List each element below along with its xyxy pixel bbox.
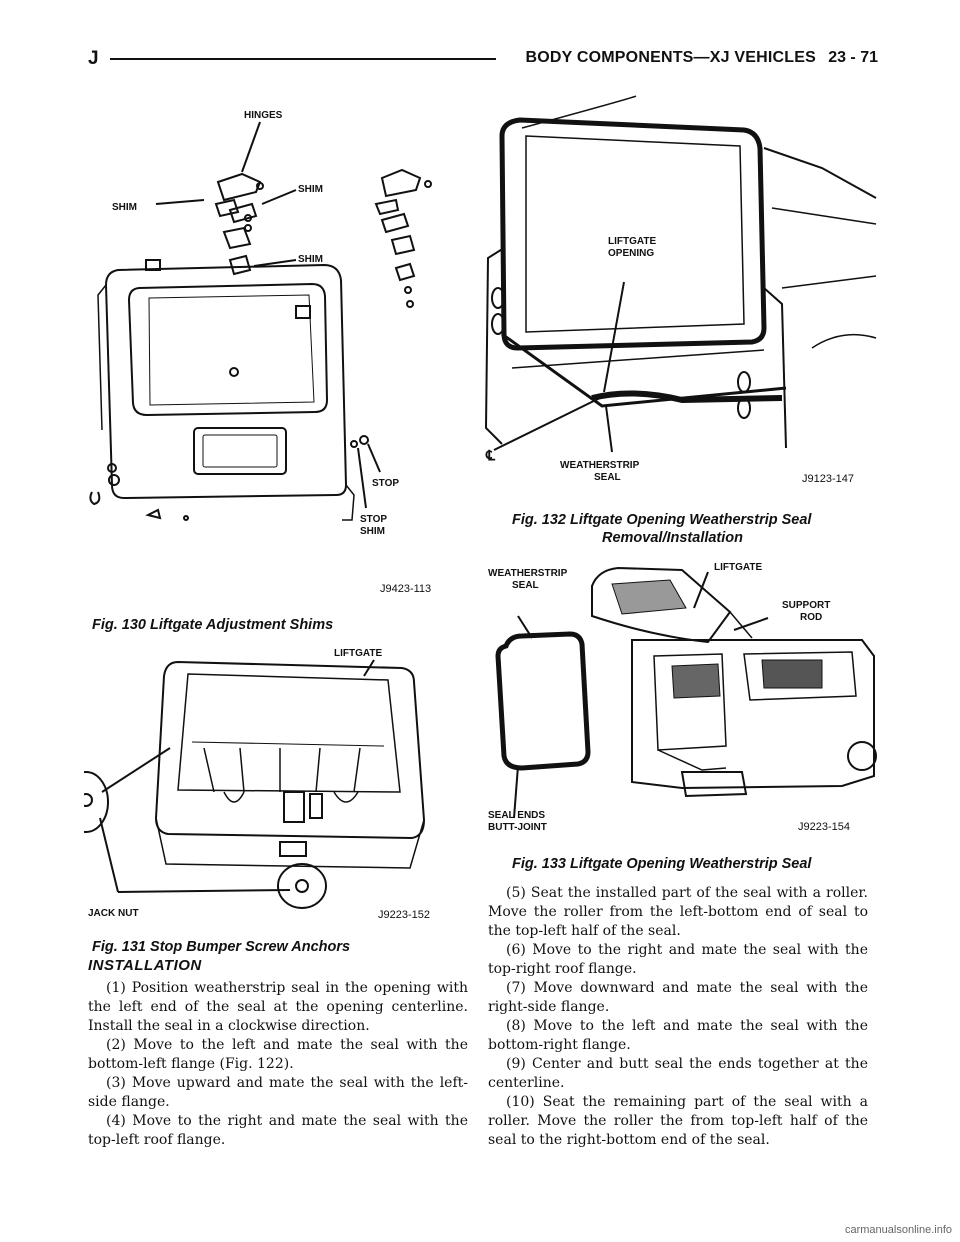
label-hinges: HINGES	[244, 110, 283, 121]
figure-code: J9123-147	[802, 473, 854, 485]
figure-code: J9423-113	[380, 583, 431, 595]
step-9: (9) Center and butt seal the ends togeth…	[488, 1056, 868, 1091]
label-shim-lower: SHIM	[298, 254, 323, 265]
label-jack-nut: JACK NUT	[88, 908, 139, 919]
header-title: BODY COMPONENTS—XJ VEHICLES	[525, 49, 816, 66]
watermark: carmanualsonline.info	[844, 1224, 952, 1236]
step-6: (6) Move to the right and mate the seal …	[488, 942, 868, 977]
label-liftgate-opening-1: LIFTGATE	[608, 236, 656, 247]
section-heading: INSTALLATION	[88, 957, 202, 974]
figure-code: J9223-154	[798, 821, 850, 833]
label-stop-shim-2: SHIM	[360, 526, 385, 537]
label-liftgate-opening-2: OPENING	[608, 248, 654, 259]
caption-fig-132-line-1: Fig. 132 Liftgate Opening Weatherstrip S…	[512, 512, 812, 528]
step-4: (4) Move to the right and mate the seal …	[88, 1113, 468, 1148]
weatherstrip-removal-illustration: LIFTGATE OPENING ℄ WEATHERSTRIP SEAL J91…	[484, 95, 877, 485]
label-weatherstrip-1: WEATHERSTRIP	[488, 568, 568, 579]
step-10: (10) Seat the remaining part of the seal…	[488, 1094, 868, 1148]
stop-bumper-illustration: LIFTGATE JACK NUT J9223-152	[84, 648, 430, 921]
label-shim-left: SHIM	[112, 202, 137, 213]
section-letter: J	[88, 48, 99, 69]
label-stop: STOP	[372, 478, 399, 489]
right-column-text: (5) Seat the installed part of the seal …	[488, 884, 868, 1150]
figure-133: WEATHERSTRIP SEAL LIFTGATE SUPPORT ROD S…	[482, 556, 878, 840]
step-2: (2) Move to the left and mate the seal w…	[88, 1037, 468, 1072]
step-8: (8) Move to the left and mate the seal w…	[488, 1018, 868, 1053]
label-weatherstrip-2: SEAL	[512, 580, 539, 591]
label-stop-shim-1: STOP	[360, 514, 387, 525]
caption-fig-132-line-2: Removal/Installation	[602, 530, 744, 546]
step-1: (1) Position weatherstrip seal in the op…	[88, 980, 468, 1034]
caption-fig-130: Fig. 130 Liftgate Adjustment Shims	[92, 617, 334, 633]
label-liftgate: LIFTGATE	[714, 562, 762, 573]
caption-fig-133: Fig. 133 Liftgate Opening Weatherstrip S…	[512, 856, 812, 872]
header-rule	[110, 58, 496, 60]
label-seal-ends-1: SEAL ENDS	[488, 810, 545, 821]
page-header: J BODY COMPONENTS—XJ VEHICLES 23 - 71	[88, 48, 878, 72]
label-liftgate: LIFTGATE	[334, 648, 382, 659]
figure-132: LIFTGATE OPENING ℄ WEATHERSTRIP SEAL J91…	[482, 88, 878, 498]
label-support-rod-1: SUPPORT	[782, 600, 830, 611]
step-5: (5) Seat the installed part of the seal …	[488, 885, 868, 939]
label-seal-ends-2: BUTT-JOINT	[488, 822, 547, 833]
step-7: (7) Move downward and mate the seal with…	[488, 980, 868, 1015]
label-weatherstrip-1: WEATHERSTRIP	[560, 460, 640, 471]
page-number: 23 - 71	[828, 49, 878, 66]
figure-code: J9223-152	[378, 909, 430, 921]
weatherstrip-seal-illustration: WEATHERSTRIP SEAL LIFTGATE SUPPORT ROD S…	[488, 562, 877, 833]
left-column-text: (1) Position weatherstrip seal in the op…	[88, 979, 468, 1150]
step-3: (3) Move upward and mate the seal with t…	[88, 1075, 468, 1110]
label-support-rod-2: ROD	[800, 612, 822, 623]
figure-130: HINGES SHIM SHIM SHIM STOP STOP SHIM J94…	[84, 100, 464, 605]
label-weatherstrip-2: SEAL	[594, 472, 621, 483]
caption-fig-131: Fig. 131 Stop Bumper Screw Anchors	[92, 939, 351, 955]
liftgate-shims-illustration: HINGES SHIM SHIM SHIM STOP STOP SHIM J94…	[89, 110, 432, 595]
figure-131: LIFTGATE JACK NUT J9223-152	[84, 642, 464, 922]
label-shim-right: SHIM	[298, 184, 323, 195]
label-centerline: ℄	[485, 447, 496, 463]
